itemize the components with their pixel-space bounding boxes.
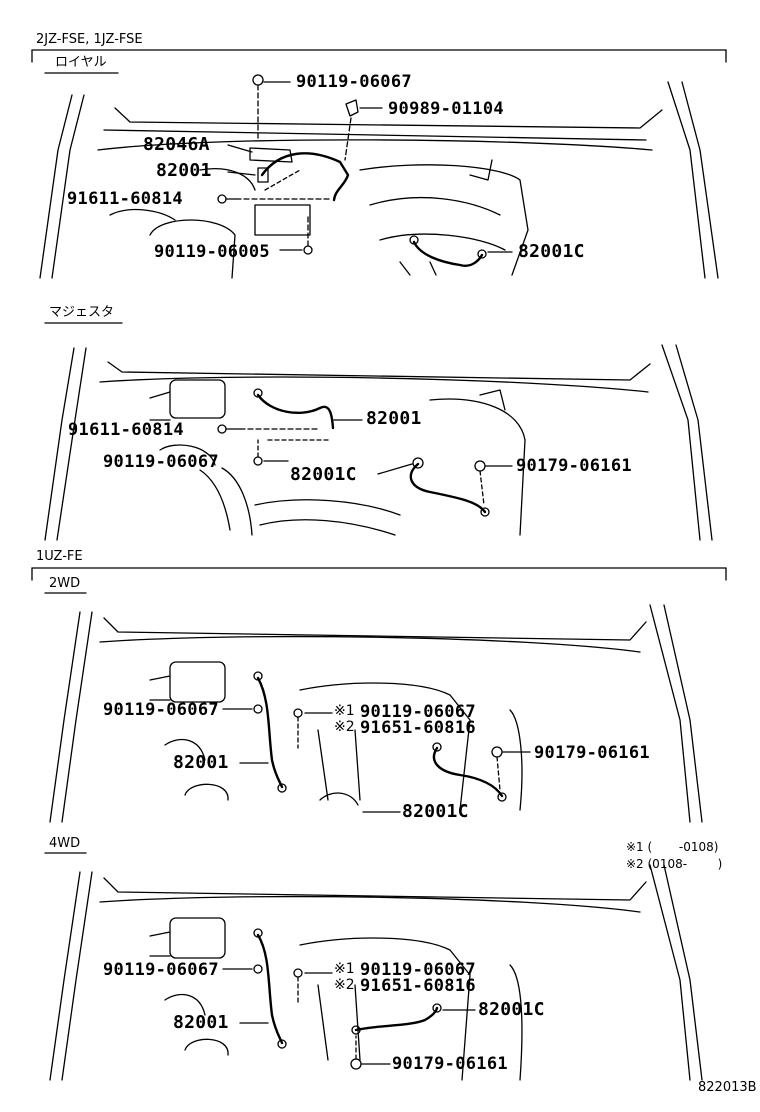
note-line-1: ※1 ( -0108) (626, 840, 719, 854)
part-label-2wd-wire: 82001 (173, 752, 229, 773)
part-label-2wd-bolt-left: 90119-06067 (103, 700, 219, 720)
panel-2wd-title: 2WD (49, 576, 81, 591)
part-label-2wd-wire-c: 82001C (402, 801, 469, 822)
part-label-4wd-nut: 90179-06161 (392, 1054, 508, 1074)
part-label-royal-wire-c: 82001C (518, 241, 585, 262)
part-label-majesta-bolt-low: 90119-06067 (103, 452, 219, 472)
part-label-4wd-wire: 82001 (173, 1012, 229, 1033)
part-label-majesta-bolt-left: 91611-60814 (68, 420, 184, 440)
part-label-royal-bolt-top: 90119-06067 (296, 72, 412, 92)
part-label-2wd-bolt-2: 91651-60816 (360, 718, 476, 738)
part-label-4wd-bolt-left: 90119-06067 (103, 960, 219, 980)
part-label-royal-clip: 90989-01104 (388, 99, 504, 119)
part-label-4wd-wire-c: 82001C (478, 999, 545, 1020)
panel-2wd-drawing (49, 604, 703, 823)
panel-majesta-drawing (44, 344, 713, 541)
engine-header-2: 1UZ-FE (36, 549, 83, 564)
section-frame-1 (31, 49, 727, 63)
note-mark-1-2wd: ※1 (334, 703, 355, 719)
part-label-2wd-bolt-1: 90119-06067 (360, 702, 476, 722)
part-label-2wd-nut: 90179-06161 (534, 743, 650, 763)
panel-4wd-title: 4WD (49, 836, 81, 851)
note-mark-2-2wd: ※2 (334, 719, 355, 735)
note-line-2: ※2 (0108- ) (626, 857, 723, 871)
panel-4wd-drawing (49, 864, 703, 1081)
part-label-4wd-bolt-2: 91651-60816 (360, 976, 476, 996)
part-label-4wd-bolt-1: 90119-06067 (360, 960, 476, 980)
part-label-royal-wire: 82001 (156, 160, 212, 181)
panel-royal-title: ロイヤル (55, 55, 107, 70)
panel-majesta-title: マジェスタ (49, 305, 115, 320)
note-mark-1-4wd: ※1 (334, 961, 355, 977)
panel-royal-drawing (39, 74, 719, 279)
part-label-royal-bracket: 82046A (143, 134, 210, 155)
part-label-royal-bolt-bottom: 90119-06005 (154, 242, 270, 262)
part-label-majesta-nut: 90179-06161 (516, 456, 632, 476)
part-label-majesta-wire: 82001 (366, 408, 422, 429)
note-mark-2-4wd: ※2 (334, 977, 355, 993)
part-label-majesta-wire-c: 82001C (290, 464, 357, 485)
figure-id: 822013B (698, 1080, 757, 1095)
engine-header-1: 2JZ-FSE, 1JZ-FSE (36, 32, 143, 47)
part-label-royal-bolt-left: 91611-60814 (67, 189, 183, 209)
section-frame-2 (31, 567, 727, 581)
